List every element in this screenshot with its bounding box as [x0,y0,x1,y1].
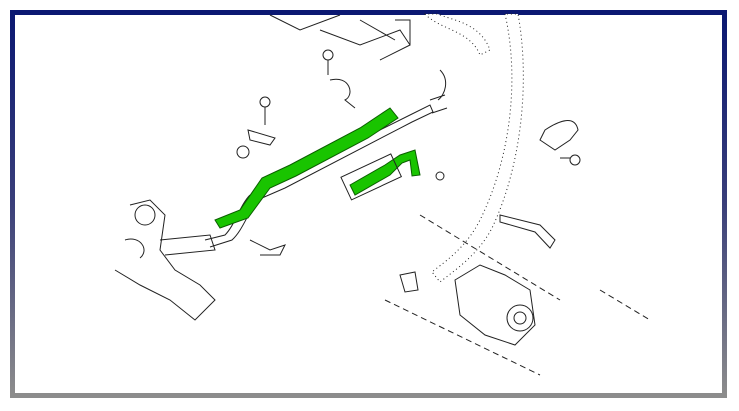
steering-gear[interactable] [114,199,216,321]
return-hose[interactable] [349,149,421,196]
clip [539,120,579,151]
upper-dotted-hose[interactable] [423,13,491,56]
power-steering-pump[interactable] [399,264,536,346]
leader-lines [384,214,651,376]
bracket [247,78,356,256]
dotted-reservoir-hose[interactable] [431,13,524,283]
heat-shield [340,153,403,201]
body-panel [269,14,411,61]
return-pipe-right[interactable] [499,214,556,249]
diagram-frame [10,10,727,398]
high-pressure-hose[interactable] [214,107,399,229]
bolt-icon[interactable] [236,49,581,181]
